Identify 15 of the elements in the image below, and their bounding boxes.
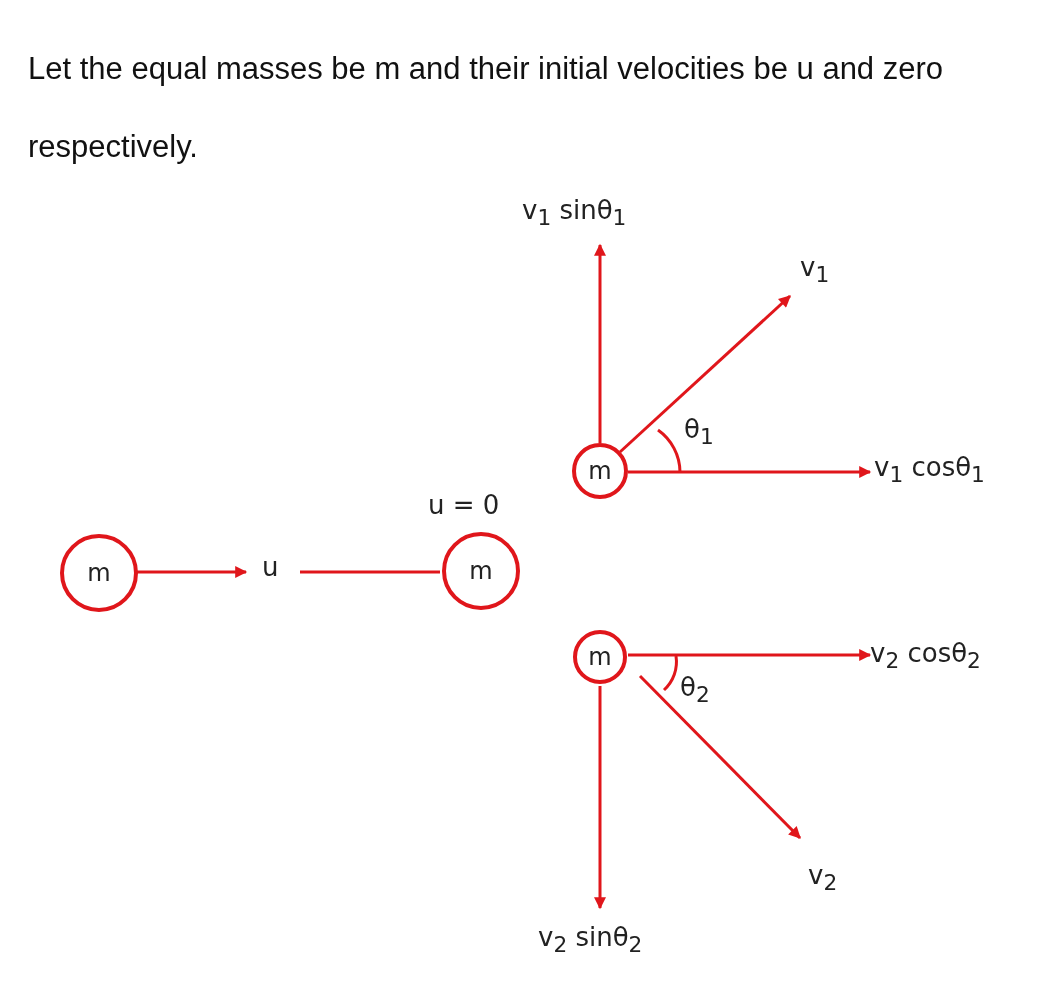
velocity-component-label: v$_{2}$ cosθ$_{2}$: [870, 638, 981, 674]
mass-circle: m: [60, 534, 138, 612]
velocity-label: u: [262, 552, 279, 582]
velocity-component-label: v$_{2}$ sinθ$_{2}$: [538, 922, 643, 958]
mass-circle: m: [442, 532, 520, 610]
velocity-component-label: v$_{1}$ sinθ$_{1}$: [522, 195, 627, 231]
velocity-label: v$_{2}$: [808, 860, 838, 896]
title-text: Let the equal masses be m and their initial velocities be u and zero respectively.: [28, 50, 945, 166]
angle-label: θ$_{2}$: [680, 672, 710, 708]
velocity-label: v$_{1}$: [800, 252, 830, 288]
mass-circle: m: [573, 630, 627, 684]
mass-circle: m: [572, 443, 628, 499]
angle-label: θ$_{1}$: [684, 414, 714, 450]
velocity-label: u = 0: [428, 490, 500, 520]
velocity-component-label: v$_{1}$ cosθ$_{1}$: [874, 452, 985, 488]
